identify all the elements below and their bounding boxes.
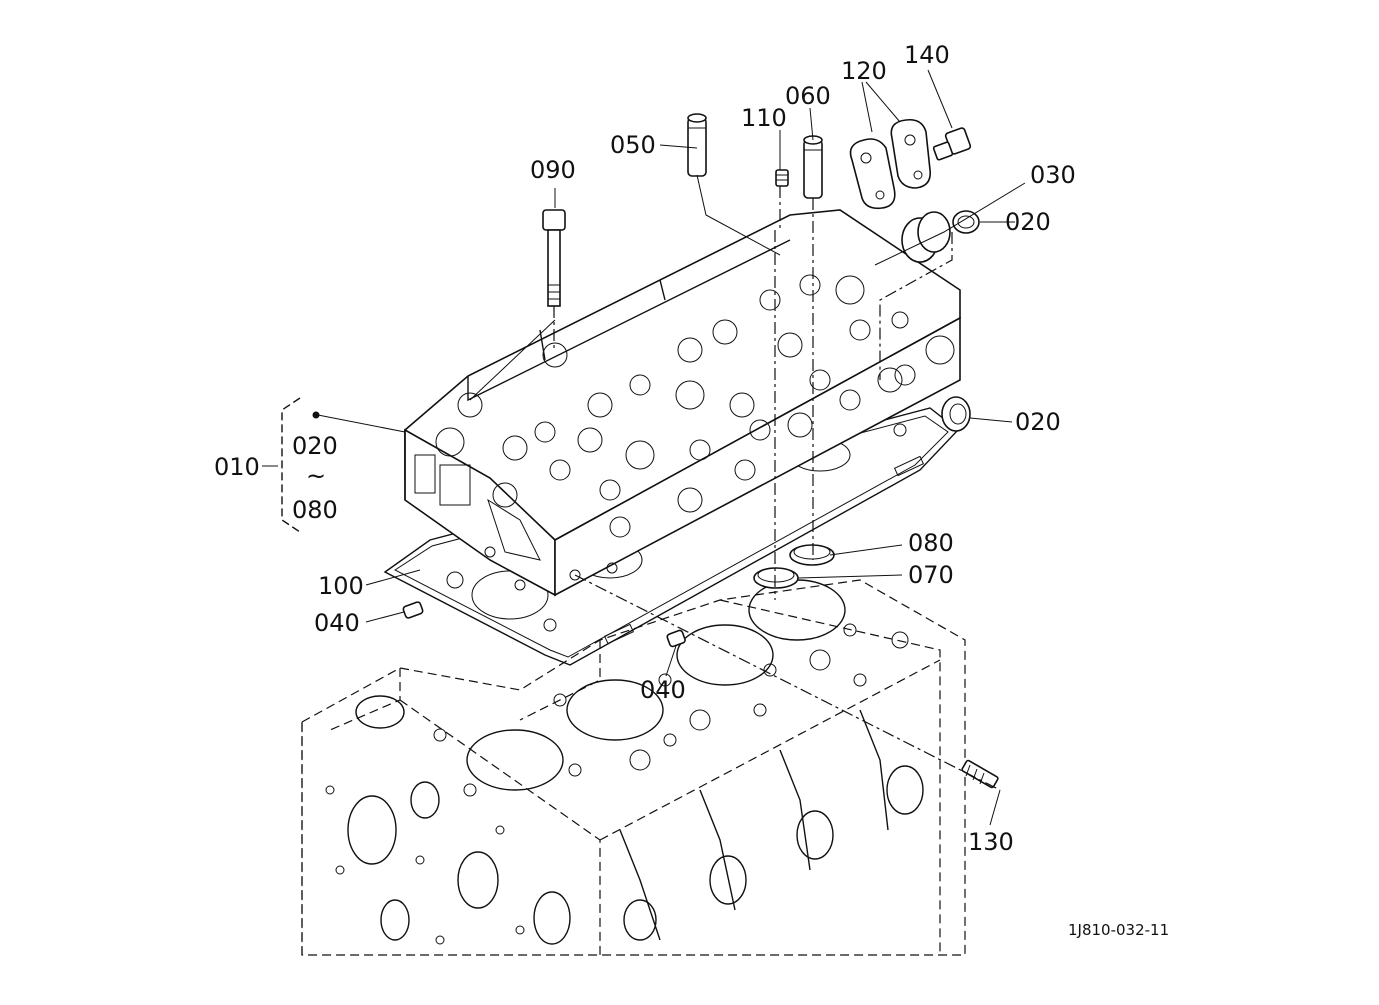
label-130: 130	[968, 828, 1014, 856]
plug-020-top	[952, 210, 980, 234]
valve-guide-060	[803, 135, 823, 199]
plug-110	[775, 169, 789, 187]
figure-reference-code: 1J810-032-11	[1068, 921, 1169, 939]
plug-140	[932, 127, 972, 161]
label-group-from: 020	[292, 432, 338, 460]
label-100: 100	[318, 572, 364, 600]
valve-guide-050	[687, 113, 707, 177]
cylinder-head	[404, 209, 961, 597]
label-140: 140	[904, 41, 950, 69]
group-bullet	[312, 411, 320, 419]
cap-030	[901, 211, 951, 263]
label-020-top: 020	[1005, 208, 1051, 236]
dowel-pin-040-bottom	[666, 629, 686, 648]
label-group-tilde: ~	[306, 462, 326, 490]
label-050: 050	[610, 131, 656, 159]
bolt-090	[542, 209, 566, 307]
label-040-bottom: 040	[640, 676, 686, 704]
label-070: 070	[908, 561, 954, 589]
engine-block	[301, 579, 966, 956]
plug-020-right	[941, 396, 971, 432]
ring-080	[789, 544, 835, 566]
stud-130	[961, 759, 999, 789]
dowel-pin-040-left	[402, 601, 424, 619]
head-ports	[435, 274, 955, 538]
label-group-to: 080	[292, 496, 338, 524]
label-060: 060	[785, 82, 831, 110]
label-010: 010	[214, 453, 260, 481]
assembly-lines	[553, 186, 1001, 791]
gasket-120	[849, 118, 932, 210]
label-110: 110	[741, 104, 787, 132]
label-090: 090	[530, 156, 576, 184]
label-020-right: 020	[1015, 408, 1061, 436]
callout-labels: 050 110 060 120 140 030 020 090 020 080 …	[214, 41, 1169, 939]
label-120: 120	[841, 57, 887, 85]
label-080: 080	[908, 529, 954, 557]
ring-070	[753, 567, 799, 589]
leader-lines	[262, 69, 1026, 826]
label-040-left: 040	[314, 609, 360, 637]
label-030: 030	[1030, 161, 1076, 189]
